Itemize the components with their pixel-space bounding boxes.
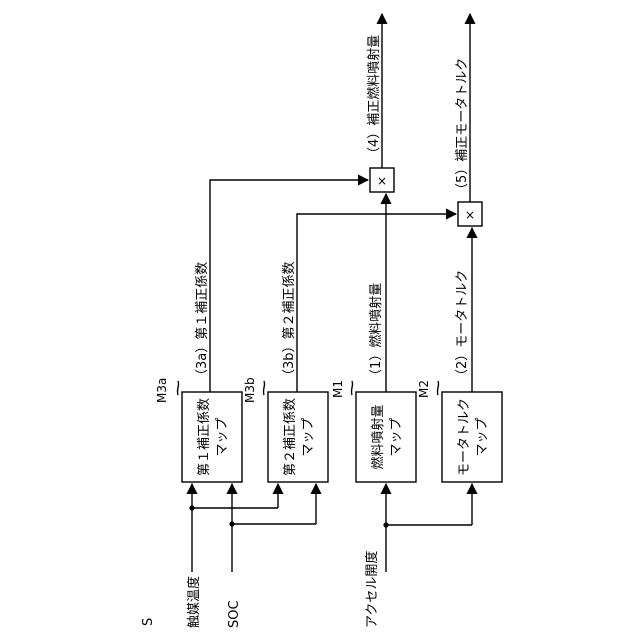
multiplier-a: × (370, 168, 394, 192)
map-m3b-line2: マップ (301, 417, 316, 456)
map-m1-line1: 燃料噴射量 (370, 404, 386, 469)
input-accel-label: アクセル開度 (364, 551, 380, 628)
output-4-label: （4）補正燃料噴射量 (366, 35, 382, 160)
catalyst-temp-wiring (189, 484, 278, 572)
map-m2: モータトルク マップ M2 (417, 380, 502, 482)
multiplier-a-symbol: × (377, 174, 387, 188)
map-m2-line2: マップ (475, 417, 490, 456)
signal-2-path: （2）モータトルク (455, 228, 472, 392)
map-m2-tag: M2 (417, 380, 431, 398)
signal-1-path: （1）燃料噴射量 (368, 194, 386, 392)
map-m1-tag: M1 (331, 380, 345, 398)
map-m1: 燃料噴射量 マップ M1 (331, 380, 416, 482)
map-m3a: 第１補正係数 マップ M3a (155, 378, 242, 482)
map-m1-line2: マップ (389, 417, 404, 456)
output-4-path: （4）補正燃料噴射量 (366, 14, 382, 168)
map-m3b-tag: M3b (243, 377, 257, 403)
input-catalyst-temp-label: 触媒温度 (186, 576, 202, 628)
multiplier-b-symbol: × (465, 208, 475, 222)
multiplier-b: × (458, 202, 482, 226)
map-m2-line1: モータトルク (457, 398, 472, 476)
map-m3a-line1: 第１補正係数 (197, 398, 212, 476)
map-m3a-line2: マップ (215, 417, 230, 456)
output-5-label: （5）補正モータトルク (455, 58, 470, 196)
map-m3b-line1: 第２補正係数 (283, 398, 298, 476)
signal-1-label: （1）燃料噴射量 (368, 283, 384, 382)
input-soc-label: SOC (227, 600, 242, 628)
soc-wiring (229, 484, 316, 572)
output-5-path: （5）補正モータトルク (455, 14, 470, 202)
figure-label: S (141, 618, 156, 626)
signal-3a-label: （3a）第１補正係数 (195, 262, 210, 382)
accel-wiring (383, 484, 472, 572)
map-m3b: 第２補正係数 マップ M3b (243, 377, 328, 482)
map-m3a-tag: M3a (155, 378, 169, 403)
signal-2-label: （2）モータトルク (455, 270, 470, 382)
signal-3b-label: （3b）第２補正係数 (282, 261, 297, 382)
